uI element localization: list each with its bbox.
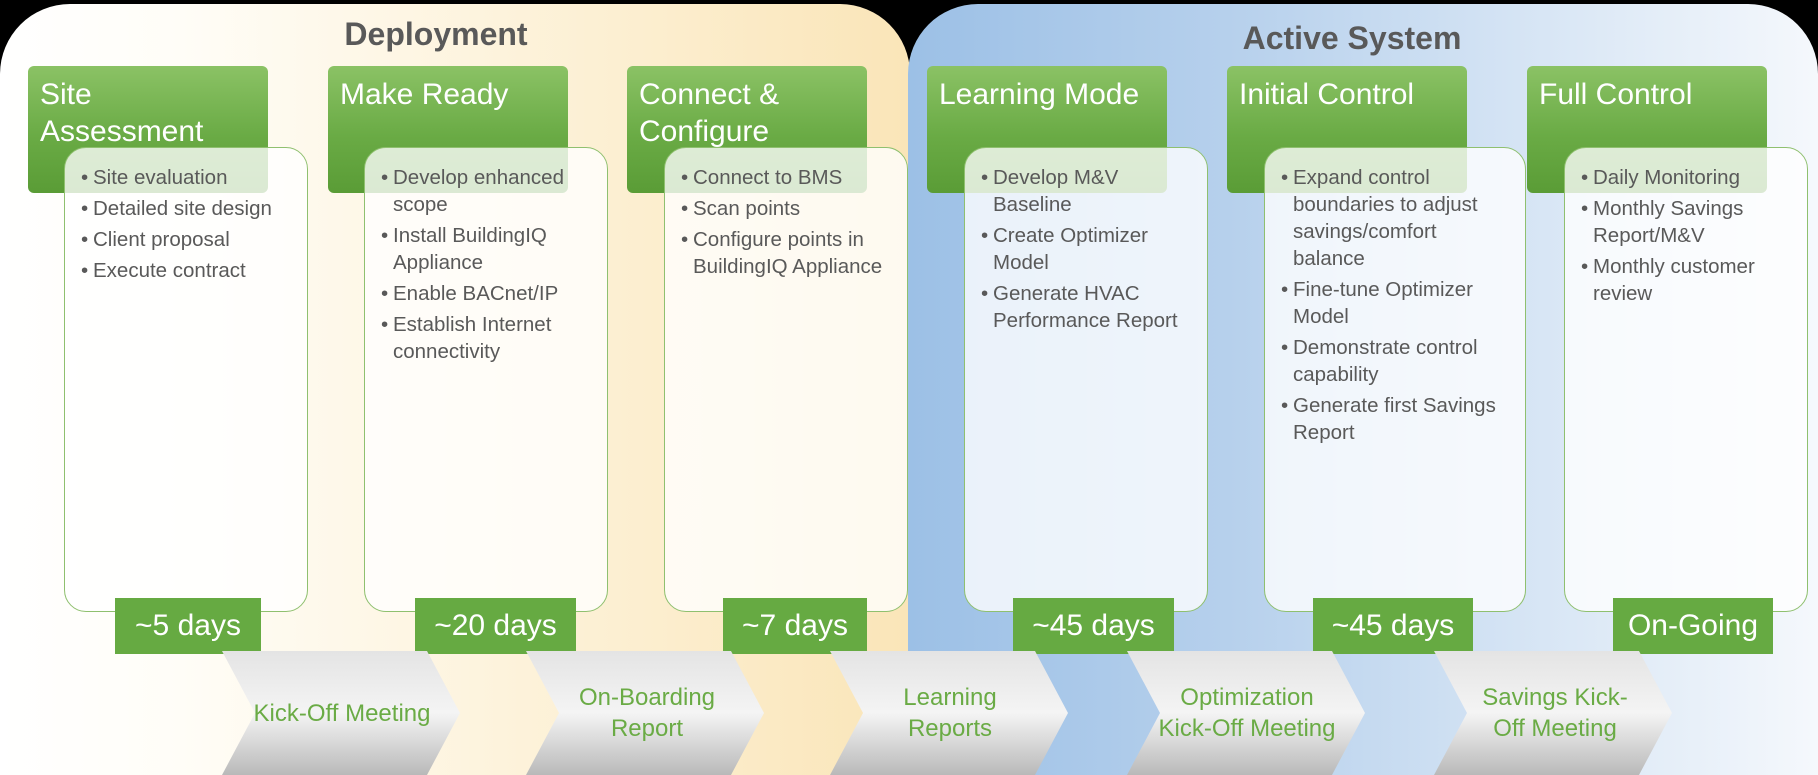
bullet-item: Generate HVAC Performance Report [981,280,1193,334]
chevron-arrow-icon [222,651,460,775]
phase-learning-mode-body: Develop M&V Baseline Create Optimizer Mo… [964,147,1208,612]
bullet-item: Create Optimizer Model [981,222,1193,276]
duration-badge: ~45 days [1313,598,1473,654]
bullet-item: Develop M&V Baseline [981,164,1193,218]
chevron-arrow-icon [526,651,764,775]
milestone-kick-off-meeting: Kick-Off Meeting [222,651,460,775]
bullet-item: Generate first Savings Report [1281,392,1511,446]
bullet-item: Expand control boundaries to adjust savi… [1281,164,1511,272]
milestone-on-boarding-report: On-Boarding Report [526,651,764,775]
bullet-item: Configure points in BuildingIQ Appliance [681,226,893,280]
bullet-item: Demonstrate control capability [1281,334,1511,388]
duration-badge: ~20 days [415,598,576,654]
milestone-label: On-Boarding Report [578,684,716,742]
bullet-item: Fine-tune Optimizer Model [1281,276,1511,330]
phase-connect-configure-bullets: Connect to BMS Scan points Configure poi… [681,164,893,280]
milestone-label: Savings Kick-Off Meeting [1482,684,1628,742]
bullet-item: Monthly customer review [1581,253,1793,307]
bullet-item: Daily Monitoring [1581,164,1793,191]
duration-badge: ~5 days [115,598,261,654]
bullet-item: Connect to BMS [681,164,893,191]
chevron-arrow-icon [830,651,1068,775]
duration-badge: ~7 days [723,598,867,654]
bullet-item: Monthly Savings Report/M&V [1581,195,1793,249]
milestone-label: Learning Reports [903,684,997,742]
phase-site-assessment-bullets: Site evaluation Detailed site design Cli… [81,164,293,284]
phase-full-control-body: Daily Monitoring Monthly Savings Report/… [1564,147,1808,612]
chevron-arrow-icon [1434,651,1672,775]
milestone-label: Kick-Off Meeting [253,699,431,727]
bullet-item: Establish Internet connectivity [381,311,593,365]
active-system-title: Active System [1242,20,1462,56]
phase-learning-mode-bullets: Develop M&V Baseline Create Optimizer Mo… [981,164,1193,334]
phase-make-ready-body: Develop enhanced scope Install BuildingI… [364,147,608,612]
milestone-savings-kick-off-meeting: Savings Kick-Off Meeting [1434,651,1672,775]
phase-make-ready-bullets: Develop enhanced scope Install BuildingI… [381,164,593,365]
milestone-label: Optimization Kick-Off Meeting [1158,684,1336,742]
phase-initial-control-body: Expand control boundaries to adjust savi… [1264,147,1526,612]
phase-initial-control-bullets: Expand control boundaries to adjust savi… [1281,164,1511,446]
milestone-optimization-kick-off-meeting: Optimization Kick-Off Meeting [1127,651,1365,775]
phase-connect-configure-body: Connect to BMS Scan points Configure poi… [664,147,908,612]
deployment-title: Deployment [344,16,528,52]
chevron-arrow-icon [1127,651,1365,775]
phase-site-assessment-body: Site evaluation Detailed site design Cli… [64,147,308,612]
bullet-item: Scan points [681,195,893,222]
bullet-item: Develop enhanced scope [381,164,593,218]
bullet-item: Install BuildingIQ Appliance [381,222,593,276]
bullet-item: Execute contract [81,257,293,284]
bullet-item: Site evaluation [81,164,293,191]
phase-full-control-bullets: Daily Monitoring Monthly Savings Report/… [1581,164,1793,307]
duration-badge: ~45 days [1013,598,1174,654]
bullet-item: Client proposal [81,226,293,253]
bullet-item: Enable BACnet/IP [381,280,593,307]
milestone-learning-reports: Learning Reports [830,651,1068,775]
duration-badge: On-Going [1613,598,1773,654]
bullet-item: Detailed site design [81,195,293,222]
